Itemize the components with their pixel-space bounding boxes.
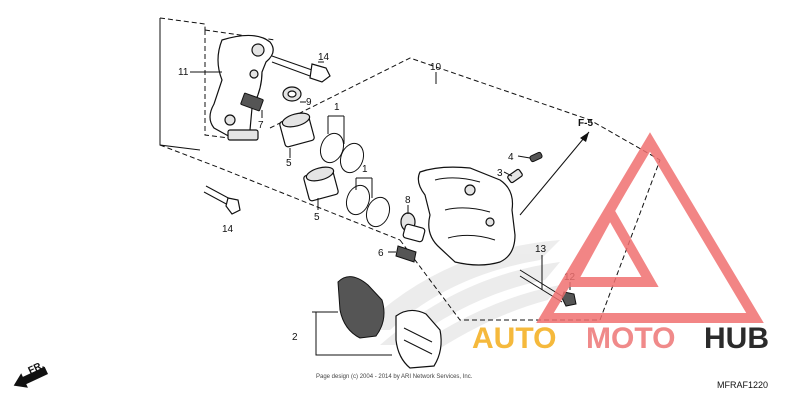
callout-3: 3 <box>497 168 503 179</box>
retainer-7 <box>240 92 264 112</box>
callout-10: 10 <box>430 62 442 73</box>
bolt-14-bottom <box>203 185 241 215</box>
callout-4: 4 <box>508 152 514 163</box>
watermark-triangle-outer <box>536 132 764 323</box>
callout-14: 14 <box>222 224 234 235</box>
callout-1: 1 <box>362 164 368 175</box>
watermark-logo <box>536 132 764 323</box>
diagram-code: MFRAF1220 <box>717 380 768 390</box>
callout-6: 6 <box>378 248 384 259</box>
frame-reference-arrow <box>519 131 590 216</box>
bolt-14-top <box>271 55 331 83</box>
caliper-assembly-box <box>219 57 661 321</box>
callout-5: 5 <box>314 212 320 223</box>
callout-7: 7 <box>258 120 264 131</box>
copyright-text: Page design (c) 2004 - 2014 by ARI Netwo… <box>316 374 473 380</box>
seal-set-1-lower <box>345 184 391 228</box>
front-direction-arrow <box>13 366 49 388</box>
bleeder-cap-4 <box>529 151 543 163</box>
frame-reference-label: F-5 <box>578 118 593 129</box>
callout-13: 13 <box>535 244 547 255</box>
pad-spring-6 <box>395 245 417 263</box>
watermark-hub: HUB <box>704 322 769 355</box>
watermark-auto: AUTO <box>472 322 556 355</box>
bleeder-screw-3 <box>507 168 523 184</box>
callout-9: 9 <box>306 97 312 108</box>
callout-5: 5 <box>286 158 292 169</box>
watermark-moto: MOTO <box>586 322 675 355</box>
bracket-group-box <box>159 17 221 169</box>
nut-9 <box>282 86 302 102</box>
brake-pad-2-b <box>395 309 442 369</box>
piston-5-lower <box>303 166 339 202</box>
watermark-triangle-inner <box>563 201 659 287</box>
seal-set-1-upper <box>319 132 365 174</box>
callout-1: 1 <box>334 102 340 113</box>
callout-2: 2 <box>292 332 298 343</box>
leader-lines <box>190 61 571 356</box>
callout-14: 14 <box>318 52 330 63</box>
piston-5-upper <box>279 112 315 148</box>
caliper-bracket <box>209 34 274 141</box>
caliper-body <box>417 166 516 266</box>
slide-pin-8 <box>400 212 426 243</box>
callout-11: 11 <box>178 67 189 78</box>
brake-pad-2-a <box>337 276 385 339</box>
callout-8: 8 <box>405 195 411 206</box>
